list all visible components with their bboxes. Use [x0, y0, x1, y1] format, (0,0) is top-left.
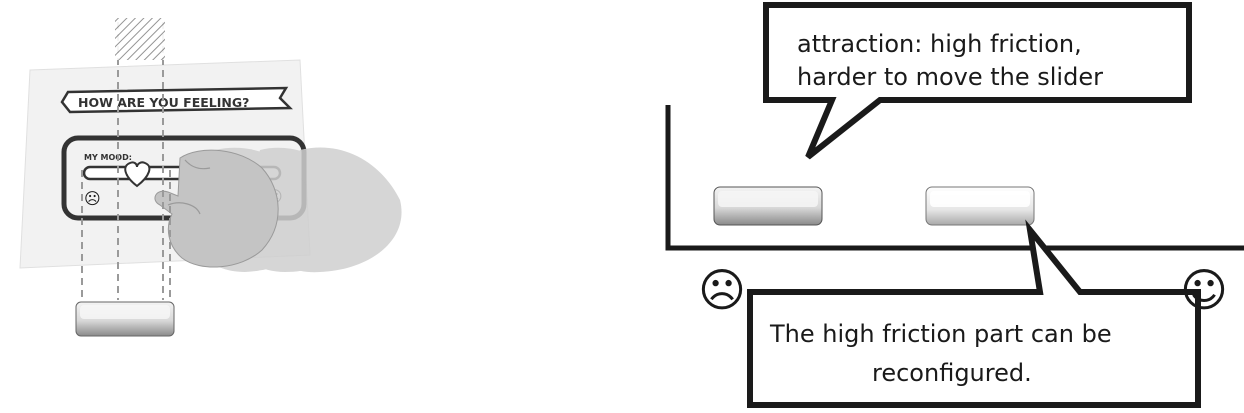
- hatched-top-block: [115, 18, 165, 60]
- dashed-guides: [81, 22, 171, 300]
- hand-icon: [154, 149, 279, 268]
- sad-face-icon: ☹: [84, 189, 101, 208]
- magnet-fixed: [713, 186, 823, 226]
- heart-slider-knob: [124, 161, 151, 188]
- bubble-top-line-1: attraction: high friction,: [797, 30, 1082, 58]
- speech-bubble-top: [763, 2, 1192, 160]
- card-title: HOW ARE YOU FEELING?: [78, 95, 249, 110]
- magnet-movable: [925, 186, 1035, 226]
- speech-bubble-bottom: [747, 219, 1201, 408]
- left-illustration: HOW ARE YOU FEELING? MY MOOD: ☹ ☺: [19, 18, 402, 337]
- magnet-left: [75, 301, 175, 337]
- bubble-bottom-line-1: The high friction part can be: [769, 320, 1112, 348]
- sad-face-icon-right: ☹: [698, 263, 746, 317]
- slider-rail: [665, 105, 1244, 251]
- right-diagram: attraction: high friction, harder to mov…: [665, 2, 1244, 408]
- mood-label: MY MOOD:: [84, 153, 132, 162]
- bubble-bottom-line-2: reconfigured.: [872, 359, 1032, 387]
- bubble-top-line-2: harder to move the slider: [797, 63, 1103, 91]
- happy-face-icon-right: ☺: [1180, 263, 1228, 317]
